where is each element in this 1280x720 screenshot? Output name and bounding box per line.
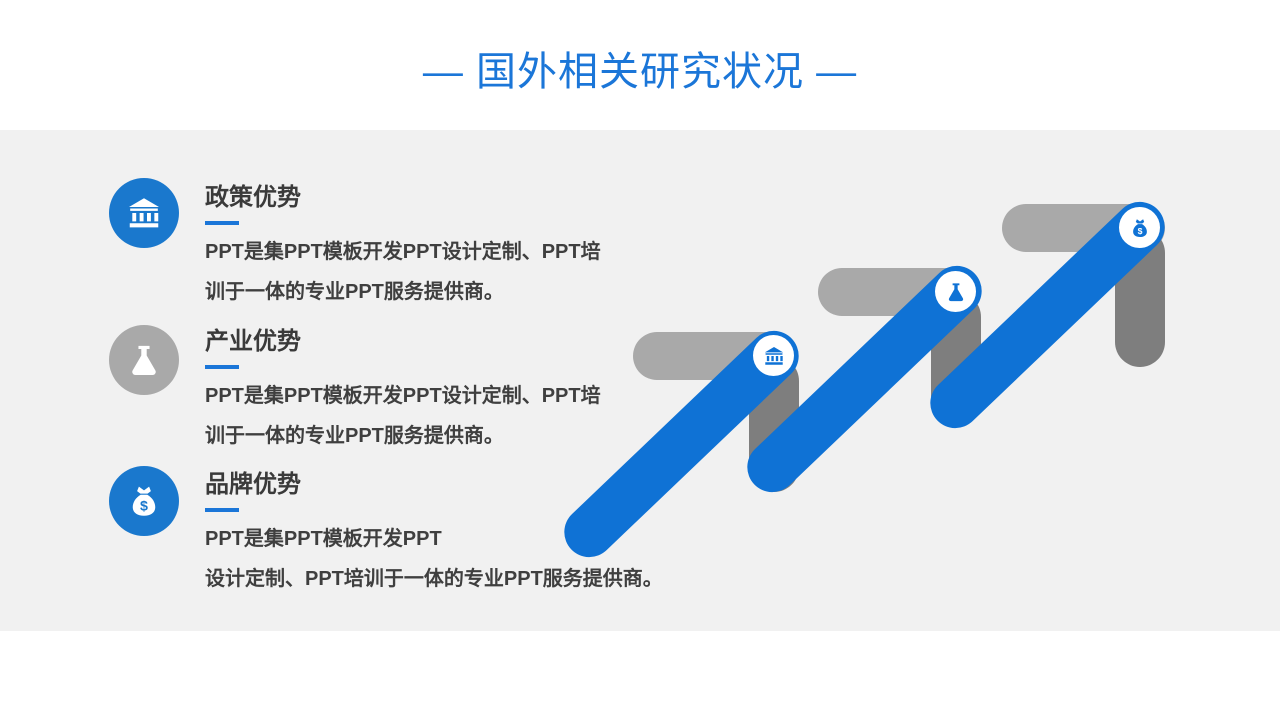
slide-title: — 国外相关研究状况 — bbox=[422, 50, 858, 94]
section-brand: 品牌优势 PPT是集PPT模板开发PPT 设计定制、PPT培训于一体的专业PPT… bbox=[205, 471, 663, 599]
section-policy-underline bbox=[205, 221, 239, 225]
section-brand-body: PPT是集PPT模板开发PPT 设计定制、PPT培训于一体的专业PPT服务提供商… bbox=[205, 519, 663, 599]
policy-icon-circle bbox=[109, 178, 179, 248]
section-industry: 产业优势 PPT是集PPT模板开发PPT设计定制、PPT培 训于一体的专业PPT… bbox=[205, 328, 601, 456]
svg-text:$: $ bbox=[1137, 225, 1142, 235]
section-industry-underline bbox=[205, 365, 239, 369]
section-policy-body-line-2: 训于一体的专业PPT服务提供商。 bbox=[205, 281, 504, 303]
stair-node-1 bbox=[753, 335, 794, 376]
bank-icon bbox=[764, 346, 783, 365]
money-bag-icon: $ bbox=[132, 486, 156, 516]
section-industry-body-line-2: 训于一体的专业PPT服务提供商。 bbox=[205, 425, 504, 447]
section-brand-title: 品牌优势 bbox=[205, 471, 301, 498]
section-brand-body-line-2: 设计定制、PPT培训于一体的专业PPT服务提供商。 bbox=[205, 568, 663, 590]
flask-icon bbox=[132, 345, 156, 376]
section-industry-body: PPT是集PPT模板开发PPT设计定制、PPT培 训于一体的专业PPT服务提供商… bbox=[205, 376, 601, 456]
section-brand-body-line-1: PPT是集PPT模板开发PPT bbox=[205, 528, 442, 550]
section-industry-title: 产业优势 bbox=[205, 328, 301, 355]
industry-icon-circle bbox=[109, 325, 179, 395]
brand-icon-circle: $ bbox=[109, 466, 179, 536]
section-policy-body-line-1: PPT是集PPT模板开发PPT设计定制、PPT培 bbox=[205, 241, 601, 263]
stair-node-2 bbox=[935, 271, 976, 312]
bank-icon bbox=[129, 198, 159, 228]
section-brand-underline bbox=[205, 508, 239, 512]
svg-text:$: $ bbox=[140, 498, 148, 514]
flask-icon bbox=[948, 282, 963, 301]
section-industry-body-line-1: PPT是集PPT模板开发PPT设计定制、PPT培 bbox=[205, 385, 601, 407]
section-policy-body: PPT是集PPT模板开发PPT设计定制、PPT培 训于一体的专业PPT服务提供商… bbox=[205, 232, 601, 312]
money-bag-icon: $ bbox=[1132, 218, 1147, 237]
stair-node-3: $ bbox=[1119, 207, 1160, 248]
section-policy-title: 政策优势 bbox=[205, 184, 301, 211]
section-policy: 政策优势 PPT是集PPT模板开发PPT设计定制、PPT培 训于一体的专业PPT… bbox=[205, 184, 601, 312]
